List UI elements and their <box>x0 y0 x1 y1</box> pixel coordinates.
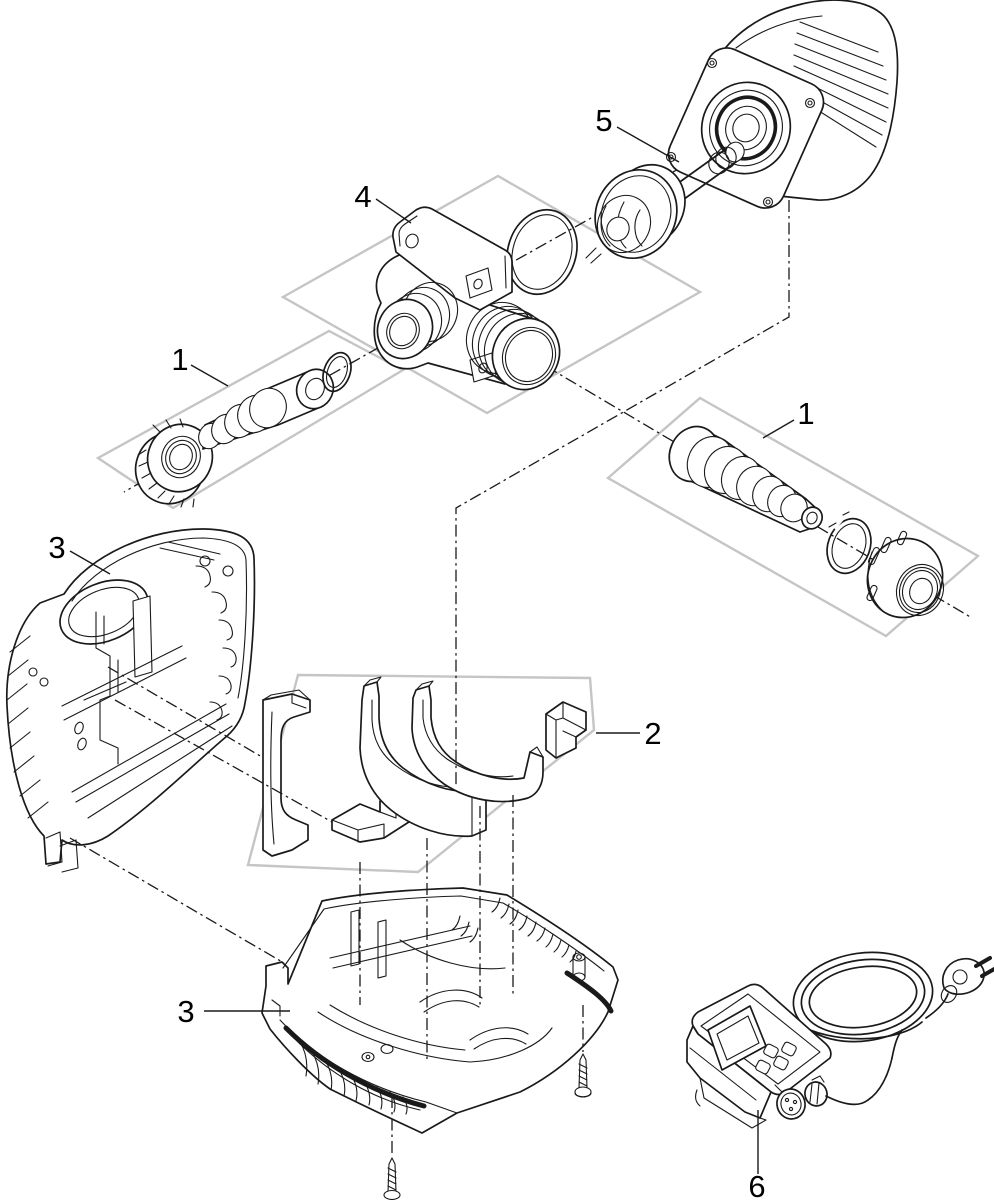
motor-can-seam <box>735 15 823 49</box>
o-ring-right-open <box>823 508 872 575</box>
motor-flange-plate <box>667 47 825 209</box>
centerline-motor-drop <box>455 200 790 786</box>
hose-connector-left <box>134 351 352 508</box>
centerlines-front <box>69 200 790 1155</box>
shell-left-ribs <box>6 635 49 819</box>
union-nut-left-knurl <box>137 418 195 508</box>
power-plug <box>940 956 994 1003</box>
callout-2: 2 <box>644 716 661 751</box>
housing-shell-lower <box>261 887 619 1134</box>
shell-top-ledge <box>159 541 221 561</box>
impeller-notch <box>585 247 602 264</box>
controller-buttons <box>755 1041 797 1075</box>
centerlines-clamp-drops <box>359 795 514 1062</box>
callout-3-top: 3 <box>48 530 65 565</box>
controller-face-inset <box>700 993 821 1085</box>
casing-left-posts <box>329 909 473 979</box>
clamp-c-bracket <box>262 693 311 857</box>
callouts: 5 4 1 1 3 2 3 6 <box>48 103 814 1200</box>
rotor-impeller-unit <box>585 141 745 264</box>
controller-unit <box>686 951 994 1129</box>
centerlines-screws <box>391 1005 584 1155</box>
casing-vent-slots <box>451 897 577 963</box>
pump-bracket-hole <box>405 233 419 249</box>
shell-vent-hooks <box>195 565 237 721</box>
power-cable-coil <box>792 951 949 1059</box>
pump-housing <box>373 206 578 391</box>
leader-1-left <box>190 364 229 387</box>
shell-ring-recess <box>59 579 149 645</box>
callout-1-left: 1 <box>171 342 188 377</box>
centerline-shell-to-casing <box>69 837 285 964</box>
o-ring-large <box>506 208 578 296</box>
pump-port-front <box>376 281 459 360</box>
shell-center-bar <box>132 595 153 678</box>
screw-right <box>574 1053 592 1098</box>
controller-connector <box>774 1057 893 1120</box>
leader-4 <box>375 198 412 224</box>
controller-display-screen <box>716 1015 760 1061</box>
screw-front <box>383 1157 401 1200</box>
clamp-set <box>262 676 587 857</box>
o-ring-left <box>322 351 352 393</box>
shell-floor-edges <box>61 645 233 819</box>
callout-5: 5 <box>595 103 612 138</box>
casing-outline <box>261 887 619 1134</box>
casing-front-ribs <box>299 1041 408 1115</box>
hose-tail-right <box>668 425 824 533</box>
callout-6: 6 <box>748 1169 765 1200</box>
casing-floor <box>317 939 553 1063</box>
hose-connector-right <box>668 425 945 619</box>
shell-bracket-column <box>95 611 119 765</box>
impeller-hub <box>606 216 630 242</box>
casing-left-hook <box>271 999 281 1017</box>
impeller-cup <box>596 194 652 254</box>
frame-right-connector-group <box>605 396 981 638</box>
pump-ear-upper <box>465 267 493 299</box>
hose-tail-left <box>198 368 335 450</box>
union-nut-right <box>866 530 945 619</box>
casing-inner-rim <box>282 895 605 972</box>
centerline-shell-to-block <box>114 699 333 823</box>
leader-1-right <box>762 419 795 439</box>
callout-3-bottom: 3 <box>177 994 194 1029</box>
clamp-saddle-small <box>411 685 544 803</box>
casing-saddles <box>419 989 529 1050</box>
motor-unit <box>665 0 899 209</box>
casing-screw-boss <box>572 952 586 982</box>
shell-upper-wall-line <box>71 537 248 699</box>
motor-cooling-fins <box>793 21 889 148</box>
callout-1-right: 1 <box>797 396 814 431</box>
centerline-shell-to-bracket <box>107 666 263 758</box>
shell-bottom-tabs <box>45 831 79 873</box>
clamp-step-block <box>545 701 587 759</box>
motor-flange-bolts <box>665 57 816 208</box>
callout-4: 4 <box>354 179 371 214</box>
housing-shell-upper <box>5 528 256 873</box>
leader-3-top <box>69 550 111 575</box>
leader-5 <box>616 126 680 163</box>
clamp-saddle-large <box>359 681 487 838</box>
shell-upper-outline <box>5 528 256 865</box>
pump-port-right <box>465 301 561 391</box>
